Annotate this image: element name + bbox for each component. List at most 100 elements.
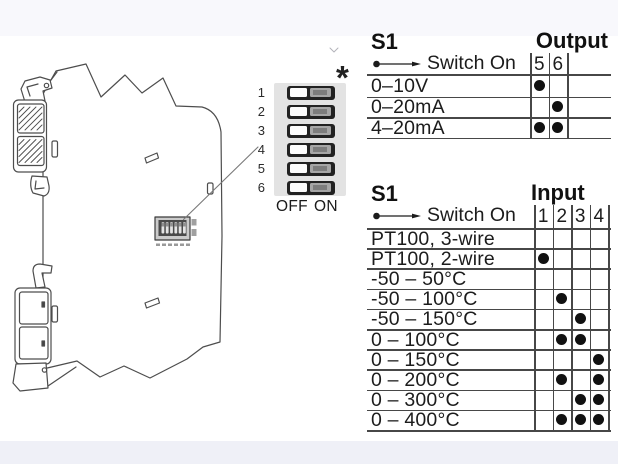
dip-switch-number: 3 [257, 122, 265, 138]
switch-dot [574, 394, 586, 406]
switch-dot [556, 293, 568, 305]
dip-switch-number: 6 [257, 179, 265, 195]
vent-slot [144, 297, 161, 309]
switch-dot [556, 414, 568, 426]
column-header-6: 6 [552, 54, 564, 75]
dip-recess [310, 107, 331, 116]
dip-switch-1 [287, 85, 335, 100]
grid-line-h [367, 117, 611, 119]
column-header-5: 5 [534, 54, 545, 75]
grid-line-h [367, 228, 611, 230]
grid-line-h [367, 409, 611, 412]
switch-dot [593, 353, 605, 365]
dip-switch-number: 5 [257, 160, 265, 176]
switch-dot [537, 252, 549, 264]
grid-line-h [367, 308, 611, 311]
dip-switch-number: 2 [257, 103, 265, 119]
dip-switch-number: 4 [257, 141, 265, 157]
grid-line-v [534, 205, 536, 430]
background-tint-top [0, 0, 618, 36]
dip-switch-3 [287, 123, 335, 138]
grid-line-h [367, 96, 611, 98]
device-outline [42, 63, 223, 379]
row-label: -50 – 50°C [371, 267, 467, 290]
input-header: Input [531, 180, 585, 205]
switch-dot [556, 333, 568, 345]
grid-line-v [567, 53, 569, 138]
grid-line-h [367, 288, 611, 291]
row-label: 0–20mA [371, 96, 445, 118]
asterisk-note: * [336, 59, 349, 96]
grid-line-v [608, 205, 610, 430]
grid-line-v [552, 205, 554, 430]
switch-dot [593, 374, 605, 385]
dip-slider-off [290, 88, 307, 97]
switch-dot [574, 313, 586, 325]
grid-line-v [530, 53, 532, 138]
grid-line-h [367, 74, 611, 76]
din-clip-top [20, 71, 58, 103]
terminal-block-top [12, 99, 50, 197]
switch-dot [533, 121, 545, 133]
dip-switch-4 [287, 142, 335, 157]
dip-off-label: OFF [276, 198, 308, 215]
terminal-block-bottom [12, 263, 77, 392]
vent-slot [144, 152, 160, 164]
hatch-pattern [18, 106, 43, 163]
grid-line-h [367, 268, 611, 270]
column-header-4: 4 [593, 206, 605, 227]
dip-slider-off [290, 107, 307, 116]
row-label: 0–10V [371, 74, 429, 97]
mini-dip-switch-icon [154, 216, 197, 246]
dip-switch-panel [274, 83, 346, 196]
grid-line-h [367, 349, 611, 351]
grid-line-h [367, 369, 611, 371]
row-label: 0 – 400°C [371, 409, 460, 432]
dip-recess [310, 183, 331, 192]
switch-dot [593, 394, 605, 406]
row-label: 0 – 150°C [371, 348, 460, 371]
table-title-s1: S1 [371, 181, 398, 206]
row-label: -50 – 150°C [371, 308, 478, 331]
switch-dot [574, 333, 586, 345]
switch-dot [533, 79, 545, 91]
dip-switch-5 [287, 161, 335, 176]
switch-on-arrow-icon [373, 212, 421, 220]
row-label: 0 – 200°C [371, 368, 460, 391]
dip-switch-6 [287, 180, 335, 195]
row-label: -50 – 100°C [371, 288, 478, 311]
dip-recess [310, 126, 331, 135]
grid-line-h [367, 430, 611, 432]
switch-dot [552, 101, 564, 113]
background-tint-bottom [0, 441, 618, 464]
grid-line-h [367, 137, 611, 139]
switch-on-label: Switch On [427, 52, 516, 74]
switch-dot [574, 414, 586, 426]
switch-on-label: Switch On [427, 204, 516, 226]
dip-slider-off [290, 126, 307, 135]
column-header-1: 1 [537, 206, 549, 227]
dip-switch-2 [287, 104, 335, 119]
switch-dot [552, 121, 564, 133]
dip-recess [310, 88, 331, 97]
dip-slider-off [290, 164, 307, 173]
vent-slot [51, 305, 59, 323]
column-header-2: 2 [556, 206, 568, 227]
row-label: 4–20mA [371, 116, 445, 139]
grid-line-v [548, 53, 550, 138]
switch-on-arrow-icon [373, 60, 421, 68]
stray-mark [329, 47, 339, 53]
output-header: Output [535, 28, 608, 53]
grid-line-h [367, 248, 611, 250]
grid-line-v [571, 205, 573, 430]
dip-recess [310, 145, 331, 154]
dip-switch-number: 1 [257, 84, 265, 100]
row-label: 0 – 300°C [371, 389, 460, 412]
dip-slider-off [290, 183, 307, 192]
row-label: 0 – 100°C [371, 328, 460, 351]
dip-recess [310, 164, 331, 173]
